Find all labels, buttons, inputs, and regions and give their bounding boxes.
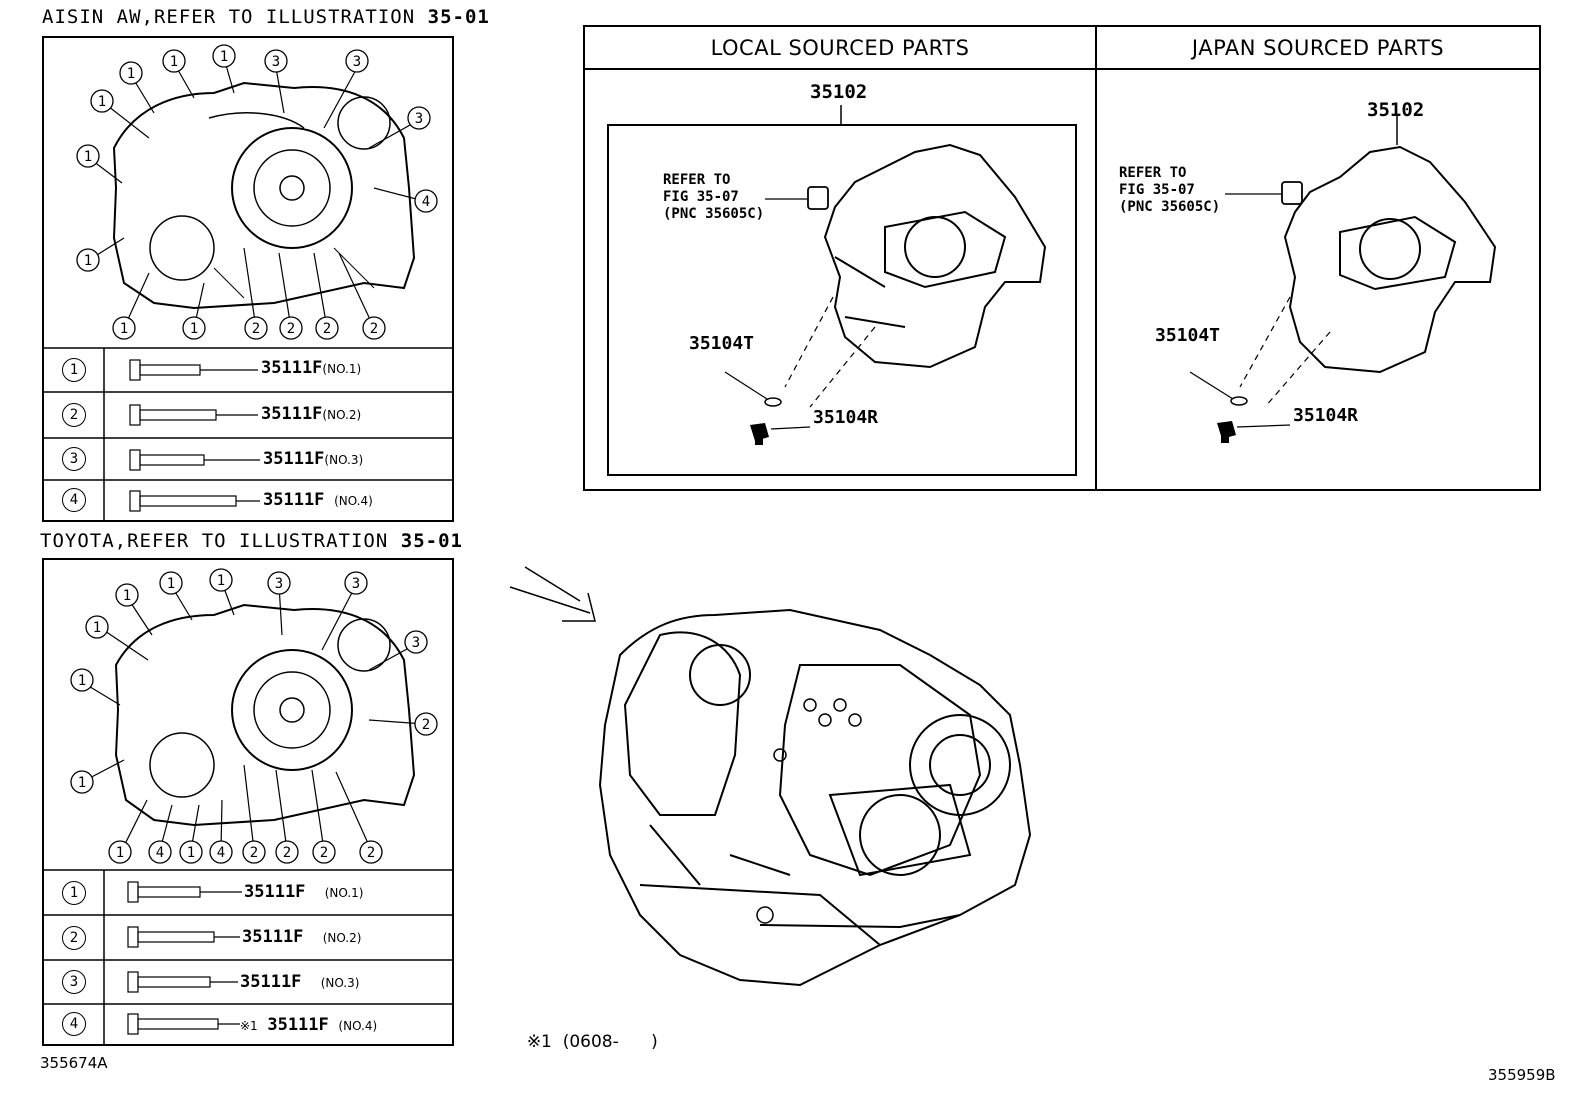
toyota-callout-label: 4 bbox=[217, 845, 225, 861]
aisin-callout-1-label: 1 bbox=[127, 66, 135, 82]
aisin-callout-label: 2 bbox=[252, 321, 260, 337]
toyota-panel: 1 1 1 1 1 1 1 4 1 4 3 3 3 2 2 2 2 2 bbox=[42, 558, 454, 1046]
aisin-row-2-part: 35111F(NO.2) bbox=[261, 404, 362, 424]
local-drain-plug-icon bbox=[750, 423, 769, 445]
toyota-callout-label: 1 bbox=[217, 573, 225, 589]
aisin-callout-label: 1 bbox=[84, 253, 92, 269]
local-sourced-header: LOCAL SOURCED PARTS bbox=[585, 27, 1097, 70]
aisin-callout-label: 2 bbox=[323, 321, 331, 337]
toyota-row-3-num: 3 bbox=[44, 960, 104, 1004]
footnote: ※1 (0608- ) bbox=[526, 1032, 658, 1052]
drawing-code-left: 355674A bbox=[40, 1054, 108, 1072]
aisin-housing-illustration: 1 1 1 1 1 1 1 1 3 3 3 4 2 2 2 2 bbox=[44, 44, 452, 520]
toyota-row-2-part: 35111F (NO.2) bbox=[242, 927, 362, 947]
toyota-row-4-part: ※1 35111F (NO.4) bbox=[240, 1015, 378, 1035]
japan-gasket-part: 35104T bbox=[1155, 325, 1221, 346]
aisin-row-1-num: 1 bbox=[44, 348, 104, 392]
aisin-callout-label: 1 bbox=[220, 49, 228, 65]
toyota-callout-label: 1 bbox=[93, 620, 101, 636]
aisin-callout-label: 3 bbox=[415, 111, 423, 127]
aisin-callout-label: 2 bbox=[370, 321, 378, 337]
aisin-section-title: AISIN AW,REFER TO ILLUSTRATION 35-01 bbox=[42, 6, 490, 28]
toyota-callout-label: 3 bbox=[352, 576, 360, 592]
toyota-callout-label: 1 bbox=[167, 576, 175, 592]
aisin-row-4-part: 35111F (NO.4) bbox=[263, 490, 373, 510]
local-plug-part: 35104R bbox=[813, 407, 879, 428]
local-bushing-icon bbox=[807, 186, 829, 210]
aisin-callout-label: 1 bbox=[190, 321, 198, 337]
japan-sourced-header: JAPAN SOURCED PARTS bbox=[1097, 27, 1539, 70]
column-divider bbox=[1095, 70, 1097, 489]
aisin-callout-label: 1 bbox=[170, 54, 178, 70]
toyota-row-1-part: 35111F (NO.1) bbox=[244, 882, 364, 902]
aisin-callout-label: 1 bbox=[84, 149, 92, 165]
aisin-callout-label: 3 bbox=[272, 54, 280, 70]
japan-drain-plug-icon bbox=[1217, 421, 1236, 443]
local-assembly-frame bbox=[607, 124, 1077, 476]
aisin-callout-label: 1 bbox=[120, 321, 128, 337]
toyota-callout-label: 2 bbox=[422, 717, 430, 733]
toyota-callout-label: 1 bbox=[187, 845, 195, 861]
aisin-callout-label: 4 bbox=[422, 194, 430, 210]
japan-main-part-number: 35102 bbox=[1367, 99, 1425, 121]
toyota-callout-label: 2 bbox=[250, 845, 258, 861]
japan-bushing-icon bbox=[1281, 181, 1303, 205]
local-gasket-part: 35104T bbox=[689, 333, 755, 354]
local-refer-note: REFER TO FIG 35-07 (PNC 35605C) bbox=[663, 172, 765, 222]
toyota-callout-label: 1 bbox=[78, 775, 86, 791]
local-main-part-number: 35102 bbox=[810, 81, 868, 103]
aisin-row-3-num: 3 bbox=[44, 438, 104, 480]
transaxle-illustration bbox=[509, 566, 1032, 987]
toyota-row-2-num: 2 bbox=[44, 915, 104, 960]
aisin-row-2-num: 2 bbox=[44, 392, 104, 438]
toyota-row-4-num: 4 bbox=[44, 1004, 104, 1044]
toyota-callout-label: 2 bbox=[367, 845, 375, 861]
toyota-callout-label: 2 bbox=[283, 845, 291, 861]
toyota-callout-label: 1 bbox=[78, 673, 86, 689]
toyota-callout-label: 1 bbox=[123, 588, 131, 604]
sourced-parts-box: LOCAL SOURCED PARTS JAPAN SOURCED PARTS … bbox=[583, 25, 1541, 491]
pointer-arrow-icon bbox=[509, 566, 596, 622]
toyota-callout-label: 4 bbox=[156, 845, 164, 861]
toyota-callout-label: 3 bbox=[412, 635, 420, 651]
aisin-callout-label: 3 bbox=[353, 54, 361, 70]
toyota-callout-label: 2 bbox=[320, 845, 328, 861]
toyota-callout-label: 1 bbox=[116, 845, 124, 861]
aisin-row-1-part: 35111F(NO.1) bbox=[261, 358, 362, 378]
toyota-callout-label: 3 bbox=[275, 576, 283, 592]
toyota-section-title: TOYOTA,REFER TO ILLUSTRATION 35-01 bbox=[40, 530, 463, 552]
bracket-illustrations bbox=[724, 105, 1497, 445]
japan-plug-part: 35104R bbox=[1293, 405, 1359, 426]
aisin-panel: 1 1 1 1 1 1 1 1 3 3 3 4 2 2 2 2 bbox=[42, 36, 454, 522]
aisin-callout-label: 1 bbox=[98, 94, 106, 110]
toyota-row-3-part: 35111F (NO.3) bbox=[240, 972, 360, 992]
japan-refer-note: REFER TO FIG 35-07 (PNC 35605C) bbox=[1119, 165, 1221, 215]
local-gasket-icon bbox=[764, 397, 782, 407]
aisin-row-3-part: 35111F(NO.3) bbox=[263, 449, 364, 469]
toyota-housing-illustration: 1 1 1 1 1 1 1 4 1 4 3 3 3 2 2 2 2 2 bbox=[44, 568, 452, 1044]
drawing-code-right: 355959B bbox=[1488, 1066, 1556, 1084]
toyota-row-1-num: 1 bbox=[44, 870, 104, 915]
japan-gasket-icon bbox=[1230, 396, 1248, 406]
aisin-callout-1 bbox=[119, 61, 143, 85]
aisin-row-4-num: 4 bbox=[44, 480, 104, 520]
aisin-callout-label: 2 bbox=[287, 321, 295, 337]
